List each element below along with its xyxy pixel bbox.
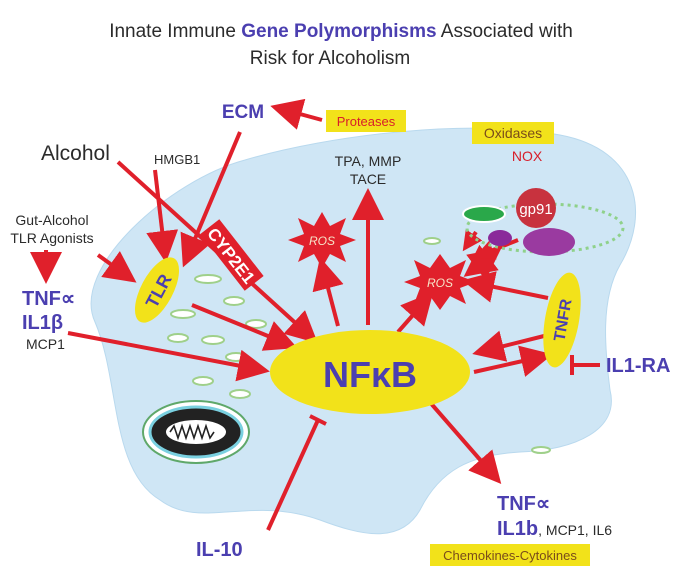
- il1b-right-line: IL1b, MCP1, IL6: [497, 518, 612, 540]
- mcp1-left: MCP1: [26, 336, 65, 352]
- nfkb-node: [270, 330, 470, 414]
- oxidases-label: Oxidases: [484, 125, 542, 141]
- gp91-protein: [516, 188, 556, 228]
- arrows: [30, 98, 600, 531]
- ros-label-2: ROS: [427, 276, 453, 290]
- ros-label-1: ROS: [309, 234, 335, 248]
- ecm-label: ECM: [222, 102, 264, 123]
- gp91-label: gp91: [519, 201, 552, 218]
- diagram-title-line2: Risk for Alcoholism: [250, 48, 411, 69]
- nox-label: NOX: [512, 148, 543, 164]
- nucleus: [142, 400, 250, 464]
- tlr-agonists-label: TLR Agonists: [10, 230, 93, 246]
- tace-label: TACE: [350, 171, 386, 187]
- il1ra-label: IL1-RA: [606, 355, 670, 377]
- proteases-box: [326, 110, 406, 132]
- nox-complex: gp91: [462, 188, 625, 256]
- nfkb-label: NFκB: [323, 354, 417, 395]
- hmgb1-label: HMGB1: [154, 152, 200, 167]
- alcohol-label: Alcohol: [41, 142, 110, 165]
- oxidases-box: [472, 122, 554, 144]
- tlr-receptor: [134, 257, 180, 323]
- diagram-title-line1: Innate Immune Gene Polymorphisms Associa…: [109, 21, 573, 42]
- tnfr-receptor: [543, 272, 581, 368]
- proteases-label: Proteases: [337, 114, 396, 129]
- tpa-mmp-label: TPA, MMP: [335, 153, 402, 169]
- chemokines-box: [430, 544, 590, 566]
- il10-label: IL-10: [196, 539, 243, 561]
- ros-star-2: ROS: [404, 254, 476, 310]
- il1b-left: IL1β: [22, 312, 63, 334]
- tnf-alpha-right: TNF∝: [497, 493, 550, 515]
- ros-star-1: ROS: [288, 212, 356, 268]
- chemokines-label: Chemokines-Cytokines: [443, 548, 577, 563]
- tnf-alpha-left: TNF∝: [22, 288, 75, 310]
- gut-alcohol-label: Gut-Alcohol: [15, 212, 88, 228]
